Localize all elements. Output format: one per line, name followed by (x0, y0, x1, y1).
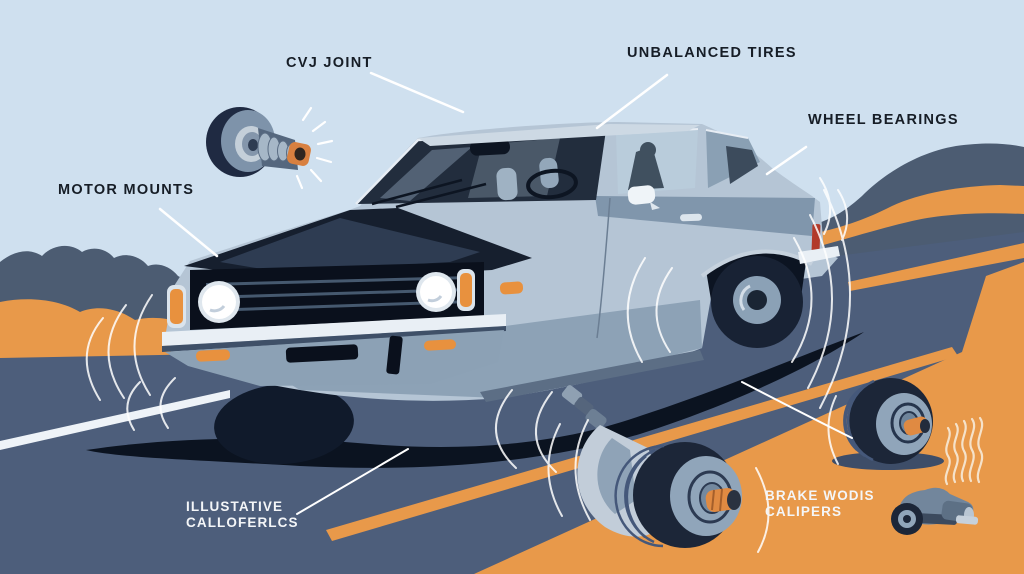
rear-bumper (798, 246, 840, 264)
leader-motor-mounts (158, 207, 219, 258)
lane-marking-white (0, 390, 230, 450)
turn-signal-left (167, 285, 186, 328)
car-illustration (162, 122, 840, 402)
cv-joint-vibration-dashes (295, 106, 334, 190)
label-illustrative-callouts: ILLUSTATIVE CALLOFERLCS (186, 499, 299, 531)
label-cvj-joint: CVJ JOINT (286, 55, 373, 71)
wiper-left (371, 178, 463, 206)
front-tire (214, 383, 354, 465)
leader-unbalanced-tires (595, 73, 669, 130)
door-handle (680, 213, 703, 222)
orange-roadside-area (474, 262, 1024, 574)
door-line (596, 197, 611, 339)
label-brake-calipers: BRAKE WODIS CALIPERS (765, 488, 875, 520)
windshield (355, 128, 607, 209)
hood (184, 208, 532, 280)
lane-marking-orange-far (848, 243, 1024, 291)
valance-slot (285, 344, 359, 363)
beltline-shadow (595, 196, 815, 236)
label-illustrative-line2: CALLOFERLCS (186, 515, 299, 530)
leader-lines (158, 71, 853, 515)
vibration-arcs (85, 177, 851, 553)
cv-joint-illustration (206, 106, 334, 190)
headlight-right (416, 272, 456, 312)
driver-seat (496, 167, 518, 201)
leader-detached-wheel (741, 381, 853, 439)
label-motor-mounts: MOTOR MOUNTS (58, 182, 195, 198)
leader-illustrative (296, 448, 409, 515)
vibration-squiggles (944, 416, 984, 486)
side-windows (615, 128, 760, 194)
rear-wheel (694, 236, 820, 348)
lane-marking-orange (326, 347, 958, 541)
car-shadow (86, 332, 864, 468)
headlight-left (198, 281, 240, 323)
roof-highlight (418, 124, 700, 146)
label-illustrative-line1: ILLUSTATIVE (186, 499, 284, 514)
front-fascia (162, 262, 524, 386)
bumper-guard (386, 335, 403, 375)
wiper-right (395, 182, 487, 209)
wheel-hub-assembly-illustration (561, 385, 742, 548)
steering-wheel (526, 168, 578, 200)
leader-wheel-bearings (765, 145, 808, 176)
orange-wave-left (0, 299, 215, 358)
label-wheel-bearings: WHEEL BEARINGS (808, 112, 959, 128)
valance-marker-right (424, 339, 456, 351)
valance-marker-left (196, 349, 231, 362)
label-brake-line2: CALIPERS (765, 504, 843, 519)
roadside-hills-left (0, 245, 215, 358)
label-unbalanced-tires: UNBALANCED TIRES (627, 45, 797, 61)
front-bumper (162, 314, 506, 346)
rearview-mirror (469, 139, 510, 156)
fender-side-marker (499, 281, 524, 295)
side-mirror (627, 185, 660, 210)
detached-wheel-illustration (832, 378, 944, 470)
rocker-panel (480, 350, 704, 402)
turn-signal-right (457, 269, 475, 311)
label-brake-line1: BRAKE WODIS (765, 488, 875, 503)
leader-cvj-joint (369, 71, 465, 114)
brake-caliper-illustration (891, 487, 979, 535)
